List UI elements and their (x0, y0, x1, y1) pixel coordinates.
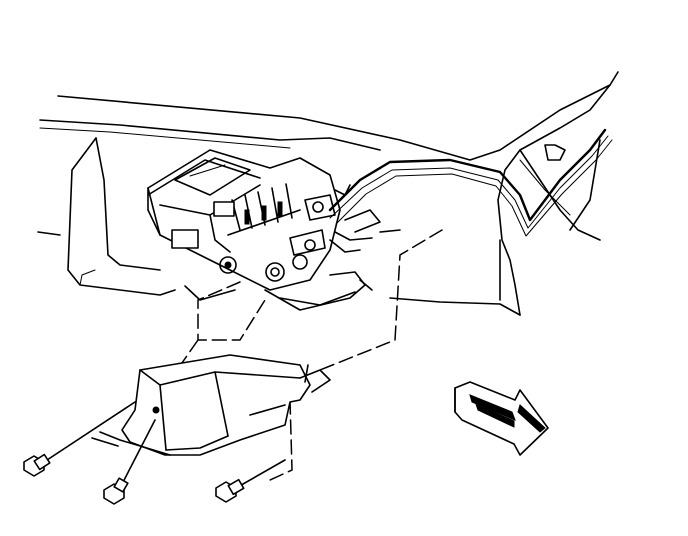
abs-modulator-assembly (147, 149, 373, 311)
view-arrow (454, 381, 549, 456)
frame-rail (37, 71, 619, 316)
brake-lines (328, 128, 613, 253)
shield (91, 354, 331, 456)
assembly-guide-lines (169, 229, 443, 481)
shield-bolt (23, 401, 286, 505)
